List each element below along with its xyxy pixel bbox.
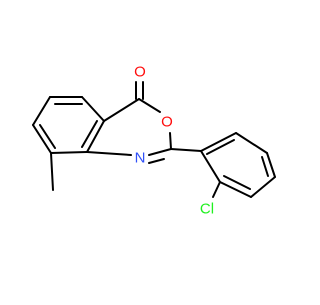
bond-c6prime-c1prime: [200, 132, 237, 152]
molecule-structure: O O N Cl: [32, 64, 276, 218]
bond-c4a-c4: [103, 98, 140, 122]
atom-chlorine: Cl: [200, 201, 214, 218]
atom-nitrogen: N: [135, 150, 146, 167]
atom-oxygen-carbonyl: O: [134, 64, 146, 81]
atom-labels: O O N Cl: [134, 64, 214, 218]
bond-c8a-c4a-inner: [81, 120, 98, 148]
bond-c2-n: [148, 148, 172, 156]
bond-c4a-c5: [81, 96, 105, 122]
bond-c2prime-c3prime: [219, 181, 252, 198]
bond-c2-c1prime: [170, 148, 202, 152]
bond-c8-c8a: [50, 151, 88, 154]
bond-c2-n-inner: [148, 158, 165, 164]
atom-oxygen-ring: O: [161, 114, 173, 131]
bond-c6-c7: [32, 96, 51, 126]
bond-c8-methyl: [50, 152, 54, 191]
bond-c4prime-c5prime: [266, 152, 276, 178]
bonds: [32, 81, 276, 198]
bond-c3prime-c4prime: [250, 176, 276, 198]
structure-canvas: O O N Cl: [32, 63, 276, 218]
bond-c4-o-ring: [138, 98, 161, 113]
bond-c8a-c4a: [86, 120, 105, 153]
bond-c4prime-c5prime-inner: [261, 156, 269, 177]
bond-n-c8a: [86, 151, 132, 156]
bond-c6prime-c1prime-inner: [206, 139, 235, 155]
bond-c5prime-c6prime: [235, 132, 268, 154]
bond-c1prime-c2prime: [200, 150, 221, 183]
bond-c7-c8: [32, 124, 52, 154]
bond-o-ring-c2: [169, 132, 172, 150]
bond-c2prime-cl: [212, 181, 221, 198]
bond-c2prime-c3prime-inner: [223, 175, 251, 190]
bond-c7-c8-inner: [39, 124, 56, 149]
